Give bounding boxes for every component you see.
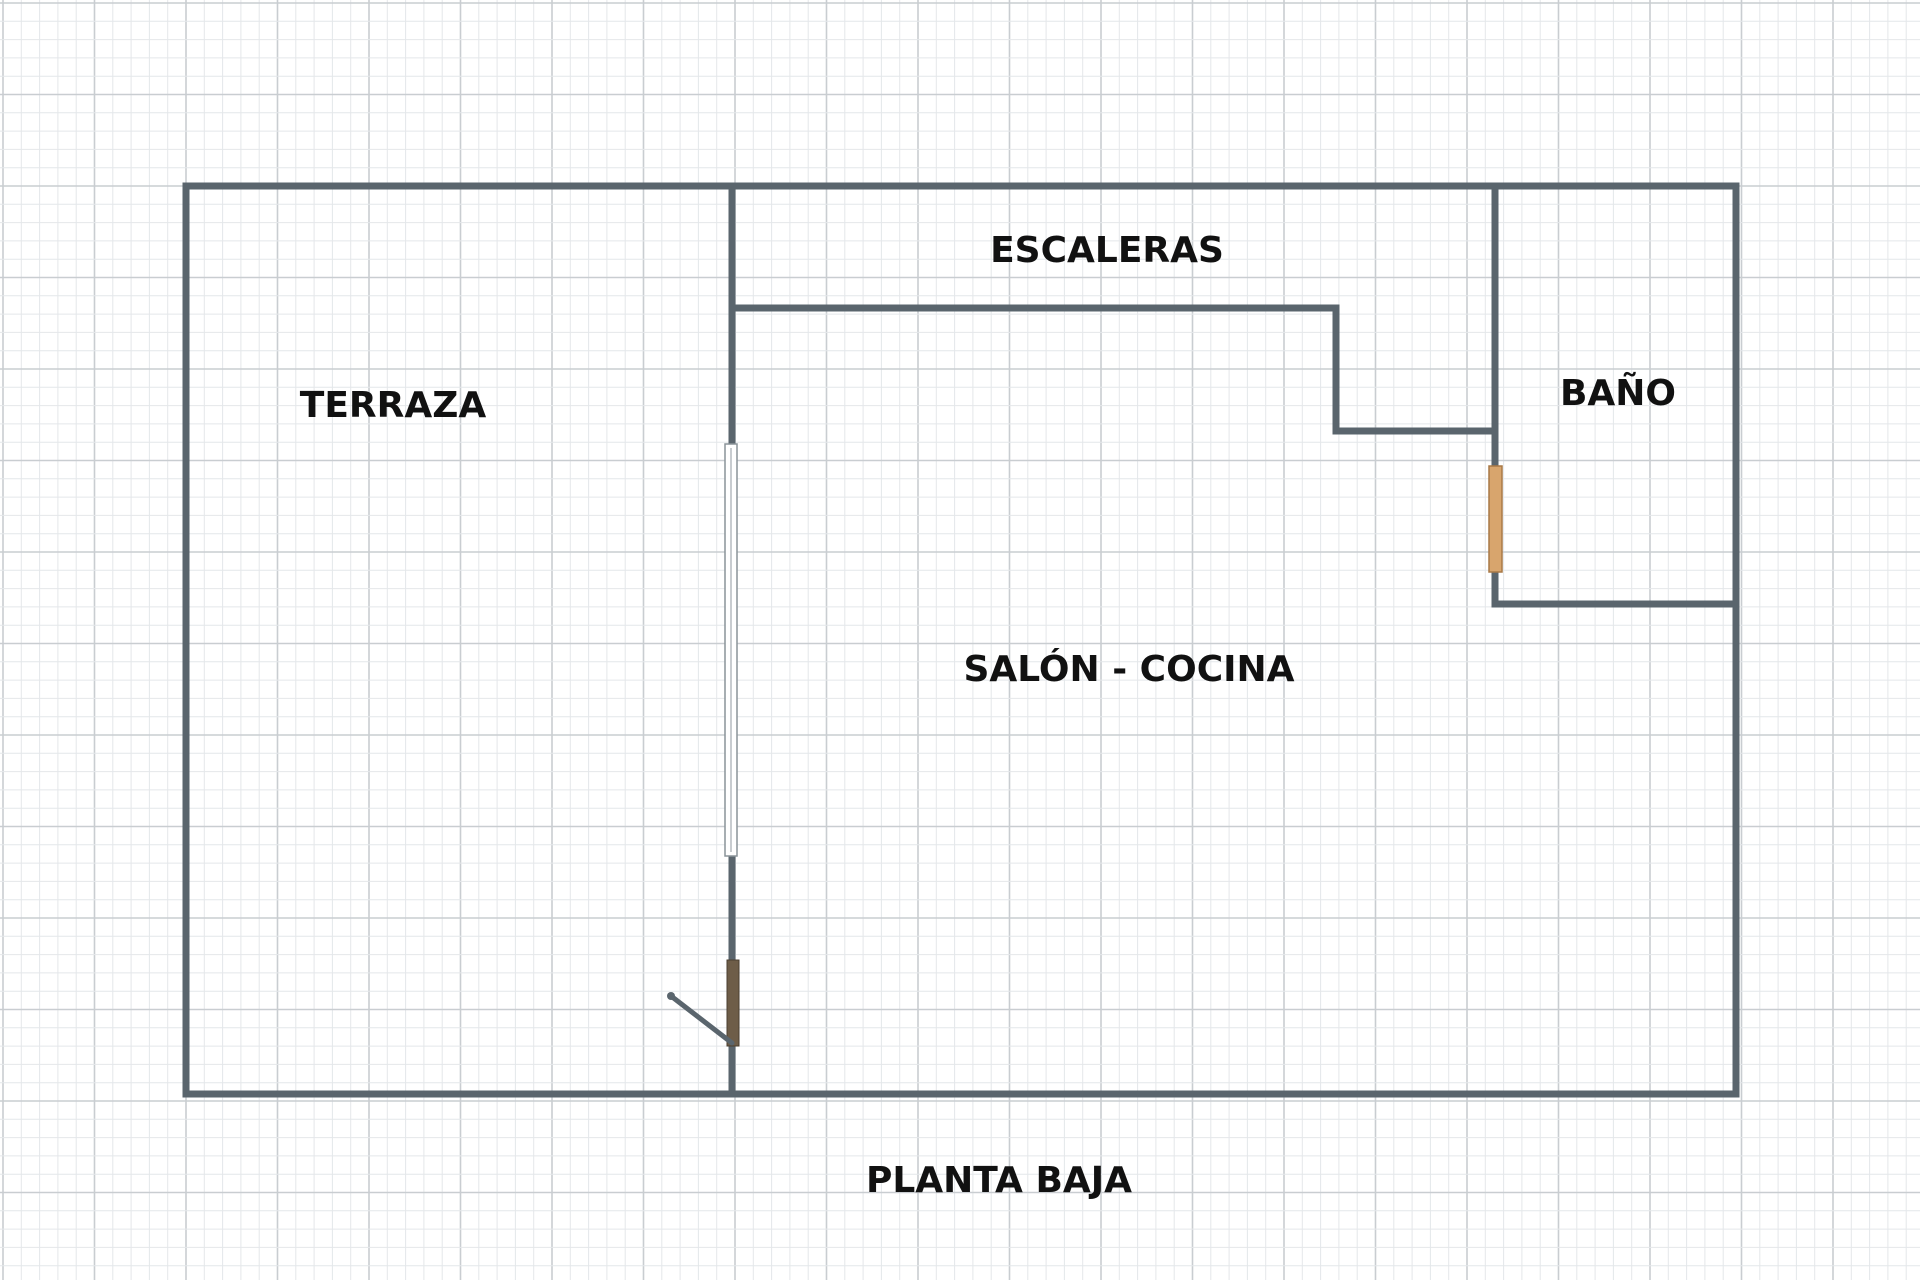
room-label-salon-cocina: SALÓN - COCINA: [963, 648, 1294, 690]
bathroom-door-frame: [1488, 465, 1503, 573]
entrance-door-handle: [667, 992, 675, 1000]
plan-title: PLANTA BAJA: [866, 1160, 1132, 1201]
bathroom-door: [1488, 465, 1503, 573]
staircase-wall: [728, 304, 1499, 435]
entrance-door-leaf: [668, 993, 735, 1046]
bathroom-wall: [1491, 182, 1736, 608]
room-label-escaleras: ESCALERAS: [990, 230, 1224, 271]
labels: TERRAZA ESCALERAS BAÑO SALÓN - COCINA PL…: [300, 230, 1676, 1201]
outer-wall: [182, 182, 1740, 1098]
room-label-bano: BAÑO: [1560, 372, 1676, 414]
room-label-terraza: TERRAZA: [300, 385, 487, 426]
entrance-door-frame: [726, 959, 740, 1047]
sliding-window: [724, 443, 738, 857]
entrance-door: [667, 959, 740, 1047]
